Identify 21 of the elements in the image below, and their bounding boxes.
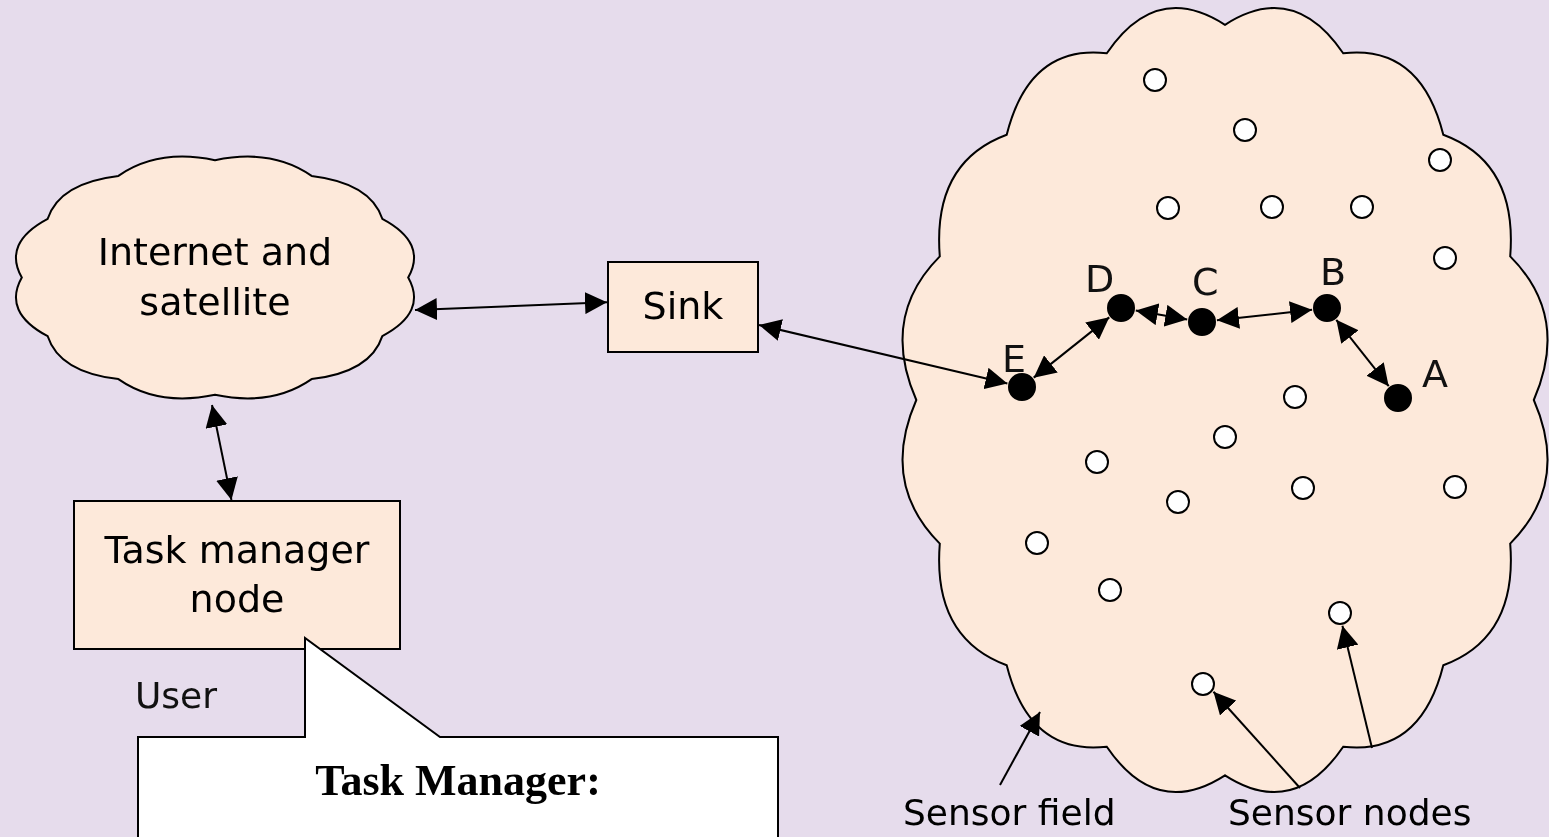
text-label: User [135, 675, 218, 716]
leader-label: Sensor field [903, 791, 1117, 835]
arrow [1335, 318, 1390, 388]
node-label: Task manager node [103, 526, 371, 623]
node-caption: A [1422, 352, 1448, 396]
node-caption: B [1320, 250, 1347, 294]
node-label: Internet and satellite [96, 229, 334, 326]
leader-line [999, 711, 1041, 786]
arrow [758, 319, 1009, 390]
arrow [205, 404, 238, 501]
node-caption: C [1192, 260, 1219, 304]
arrow [1134, 303, 1189, 327]
leader-label: Sensor nodes [1228, 791, 1473, 835]
callout-text: Task Manager: [314, 755, 602, 807]
node-label: Sink [642, 283, 724, 331]
arrow [1215, 301, 1314, 329]
arrow [414, 292, 608, 321]
node-caption: E [1002, 337, 1026, 381]
arrow [1032, 316, 1111, 379]
leader-line [1212, 690, 1301, 789]
node-caption: D [1085, 257, 1115, 301]
